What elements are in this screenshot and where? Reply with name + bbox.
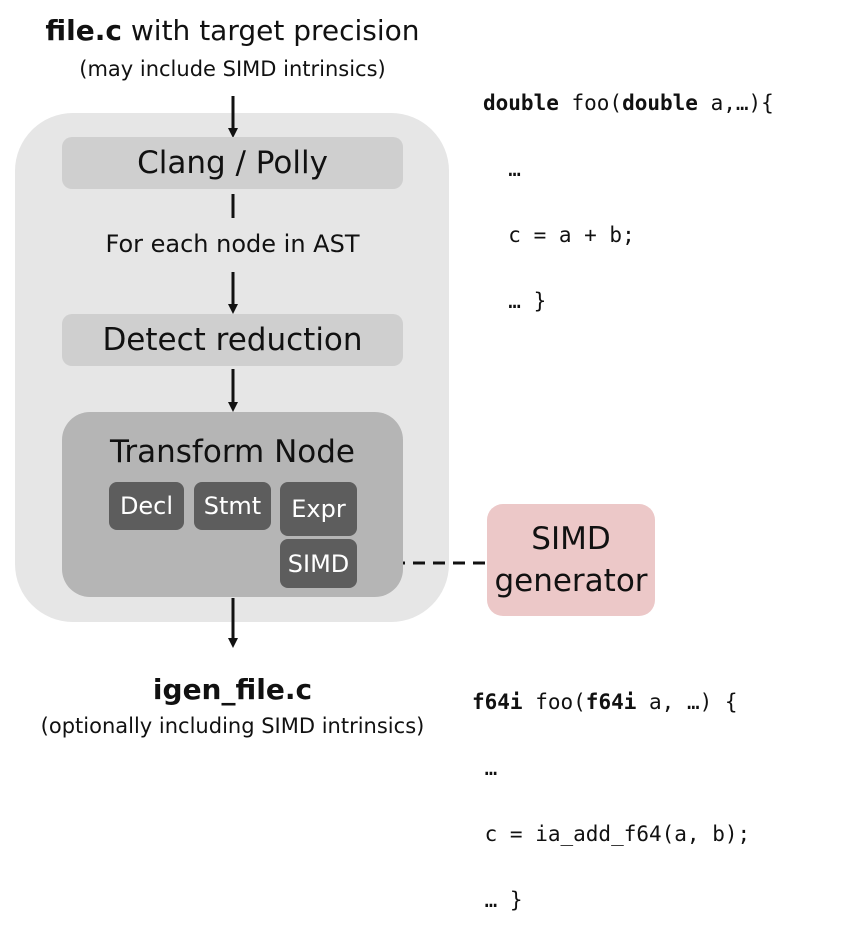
- input-code-line-1: double foo(double a,…){: [483, 87, 774, 120]
- output-code-line-3: c = ia_add_f64(a, b);: [472, 822, 751, 846]
- simd-generator-box: SIMD generator: [487, 504, 655, 616]
- code-fragment: foo(: [522, 690, 586, 714]
- input-code-sample: double foo(double a,…){ … c = a + b; … }: [483, 54, 774, 351]
- connector-arrows: [228, 96, 485, 648]
- keyword-f64i-1: f64i: [472, 690, 523, 714]
- code-fragment: foo(: [558, 91, 623, 115]
- for-each-node-label: For each node in AST: [105, 230, 360, 258]
- keyword-double-2: double: [622, 91, 698, 115]
- simd-generator-line1: SIMD: [531, 521, 611, 557]
- input-code-line-2: …: [483, 157, 521, 181]
- decl-chip: Decl: [109, 482, 184, 530]
- output-code-line-2: …: [472, 756, 498, 780]
- keyword-double-1: double: [483, 91, 559, 115]
- output-filename: igen_file.c: [152, 673, 313, 706]
- code-fragment: a,…){: [697, 91, 774, 115]
- transform-node-title: Transform Node: [110, 434, 355, 470]
- output-file-subtitle: (optionally including SIMD intrinsics): [40, 714, 425, 738]
- simd-chip: SIMD: [280, 539, 357, 588]
- keyword-f64i-2: f64i: [585, 690, 637, 714]
- simd-generator-line2: generator: [494, 563, 648, 599]
- input-code-line-4: … }: [483, 289, 547, 313]
- clang-polly-stage: Clang / Polly: [62, 137, 403, 189]
- output-code-sample: f64i foo(f64i a, …) { … c = ia_add_f64(a…: [472, 653, 750, 950]
- input-file-title: file.c with target precision: [10, 14, 455, 48]
- output-code-line-4: … }: [472, 888, 523, 912]
- code-fragment: a, …) {: [636, 690, 738, 714]
- stmt-chip: Stmt: [194, 482, 271, 530]
- input-title-rest: with target precision: [122, 14, 420, 47]
- output-code-line-1: f64i foo(f64i a, …) {: [472, 686, 750, 719]
- input-filename: file.c: [45, 14, 122, 47]
- input-code-line-3: c = a + b;: [483, 223, 635, 247]
- expr-chip: Expr: [280, 482, 357, 536]
- detect-reduction-stage: Detect reduction: [62, 314, 403, 366]
- input-file-subtitle: (may include SIMD intrinsics): [79, 57, 386, 81]
